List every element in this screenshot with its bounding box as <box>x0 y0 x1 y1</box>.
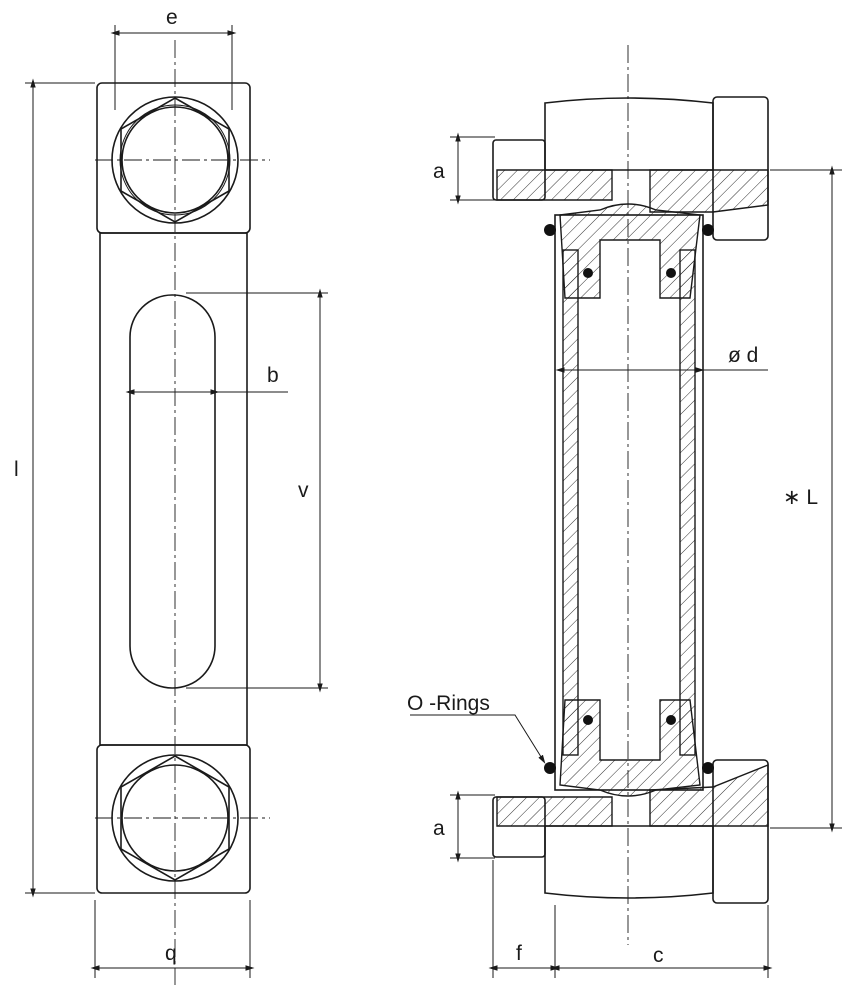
dim-label-f: f <box>516 942 522 965</box>
front-view: e l b v q <box>14 6 328 985</box>
section-view: a a ø d ∗ L O -Rings f c <box>407 45 842 978</box>
dim-label-b: b <box>267 364 279 387</box>
dim-label-diameter-d: ø d <box>728 344 758 367</box>
dim-label-L: ∗ L <box>783 486 818 509</box>
dim-label-a-bottom: a <box>433 817 445 840</box>
o-rings-label: O -Rings <box>407 692 490 715</box>
dim-label-q: q <box>165 942 177 965</box>
dim-label-e: e <box>166 6 178 29</box>
dim-label-l: l <box>14 458 19 481</box>
glass-body <box>99 232 248 746</box>
dim-label-a-top: a <box>433 160 445 183</box>
viewing-slot <box>129 294 216 689</box>
dim-label-v: v <box>298 479 309 502</box>
top-screw-block <box>96 82 251 234</box>
bottom-screw-block <box>96 744 251 894</box>
dim-label-c: c <box>653 944 664 967</box>
